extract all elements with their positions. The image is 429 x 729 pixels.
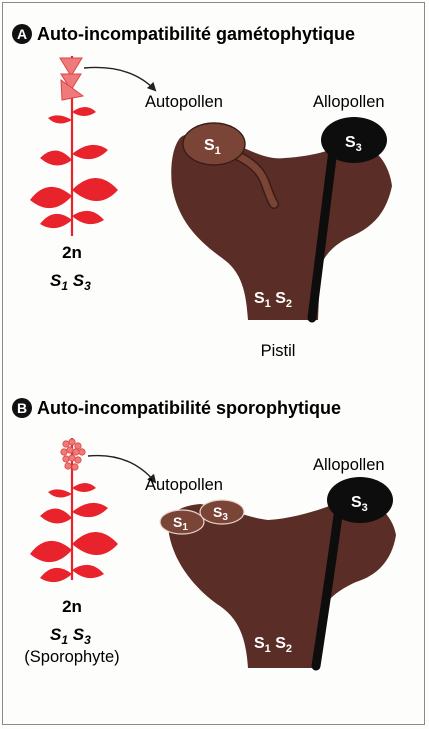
plant-b-note: (Sporophyte) (24, 648, 119, 666)
pollination-arrow-a (84, 67, 155, 90)
plant-b-ploidy: 2n (62, 597, 82, 616)
plant-a-leaves (30, 107, 118, 228)
plant-a-genotype: S1 S3 (50, 271, 91, 293)
section-b-allopollen-label: Allopollen (313, 456, 385, 474)
plant-a-flower (60, 58, 83, 100)
section-b-badge: B (12, 398, 32, 418)
section-a-letter: A (17, 26, 27, 42)
plant-b-leaves (30, 483, 118, 582)
section-a-badge: A (12, 24, 32, 44)
section-a-autopollen-label: Autopollen (145, 93, 223, 111)
section-b-autopollen-label: Autopollen (145, 476, 223, 494)
plant-a-ploidy: 2n (62, 243, 82, 262)
section-a: A Auto-incompatibilité gamétophytique (12, 24, 392, 360)
section-b: B Auto-incompatibilité sporophytique (12, 398, 396, 668)
plant-a-illustration (30, 56, 118, 236)
section-a-title: Auto-incompatibilité gamétophytique (37, 24, 355, 44)
section-b-letter: B (17, 400, 27, 416)
plant-b-genotype: S1 S3 (50, 625, 91, 647)
section-a-allopollen-label: Allopollen (313, 93, 385, 111)
pistil-a-label: Pistil (261, 342, 296, 360)
section-b-title: Auto-incompatibilité sporophytique (37, 398, 341, 418)
plant-b-illustration (30, 438, 118, 582)
